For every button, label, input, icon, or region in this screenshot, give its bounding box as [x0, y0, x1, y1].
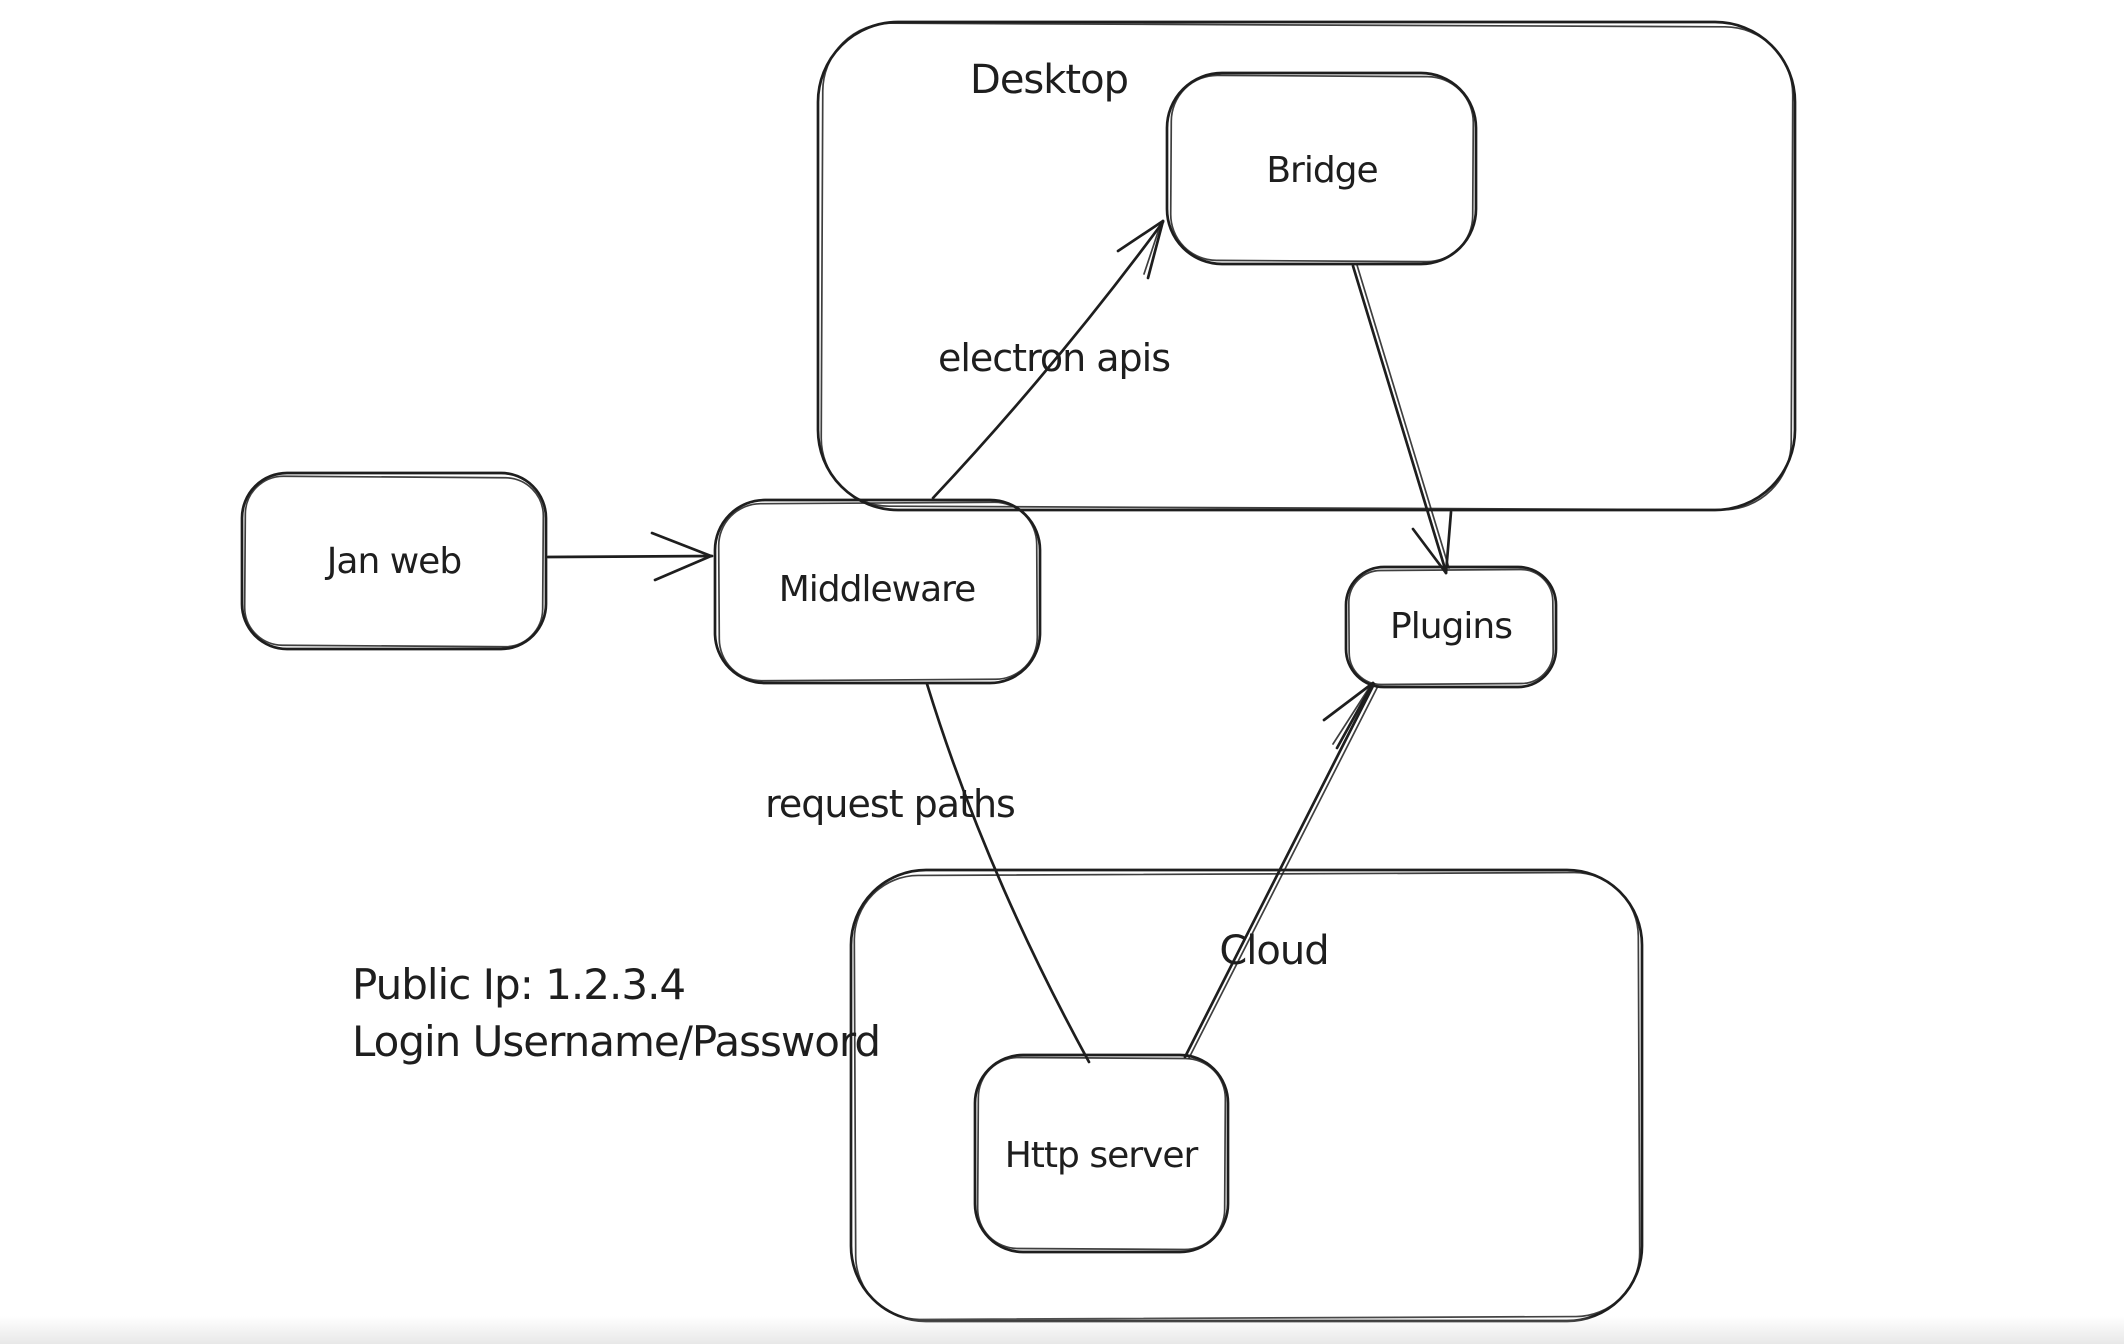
edge-middleware-to-bridge[interactable]	[933, 221, 1163, 498]
container-desktop[interactable]	[818, 22, 1795, 510]
node-jan-web[interactable]	[242, 473, 546, 649]
cloud-credentials-note[interactable]: Public Ip: 1.2.3.4 Login Username/Passwo…	[352, 956, 881, 1070]
node-bridge[interactable]	[1167, 73, 1476, 264]
node-label-jan-web[interactable]: Jan web	[326, 541, 462, 583]
arrowhead-plugins-top-barb-2	[1446, 512, 1451, 573]
container-label-cloud[interactable]: Cloud	[1219, 928, 1329, 974]
node-http-server[interactable]	[975, 1055, 1228, 1252]
edge-middleware-to-httpserver[interactable]	[927, 684, 1089, 1062]
arrowhead-middleware	[652, 533, 711, 580]
arrowhead-bridge-barb-2	[1148, 221, 1163, 278]
edge-bridge-to-plugins[interactable]	[1353, 265, 1451, 573]
note-line-public-ip: Public Ip: 1.2.3.4	[352, 960, 686, 1009]
arrowhead-plugins-top-barb-1	[1413, 529, 1446, 573]
node-label-bridge[interactable]: Bridge	[1266, 150, 1378, 192]
node-label-middleware[interactable]: Middleware	[778, 569, 977, 611]
arrowhead-plugins-bottom-barb-1	[1324, 683, 1373, 720]
arrowhead-bridge-barb-1	[1118, 221, 1163, 251]
edge-httpserver-to-plugins[interactable]	[1185, 683, 1378, 1058]
edge-janweb-to-middleware[interactable]	[548, 533, 712, 580]
node-label-http-server[interactable]: Http server	[1004, 1135, 1199, 1177]
arrowhead-plugins-bottom-barb-2	[1337, 683, 1373, 748]
node-middleware[interactable]	[715, 500, 1040, 683]
node-plugins[interactable]	[1346, 567, 1556, 687]
note-line-login: Login Username/Password	[352, 1017, 881, 1066]
node-label-plugins[interactable]: Plugins	[1390, 606, 1513, 648]
container-label-desktop[interactable]: Desktop	[970, 57, 1129, 103]
edge-label-request-paths[interactable]: request paths	[765, 782, 1016, 827]
edge-label-electron-apis[interactable]: electron apis	[937, 336, 1171, 381]
